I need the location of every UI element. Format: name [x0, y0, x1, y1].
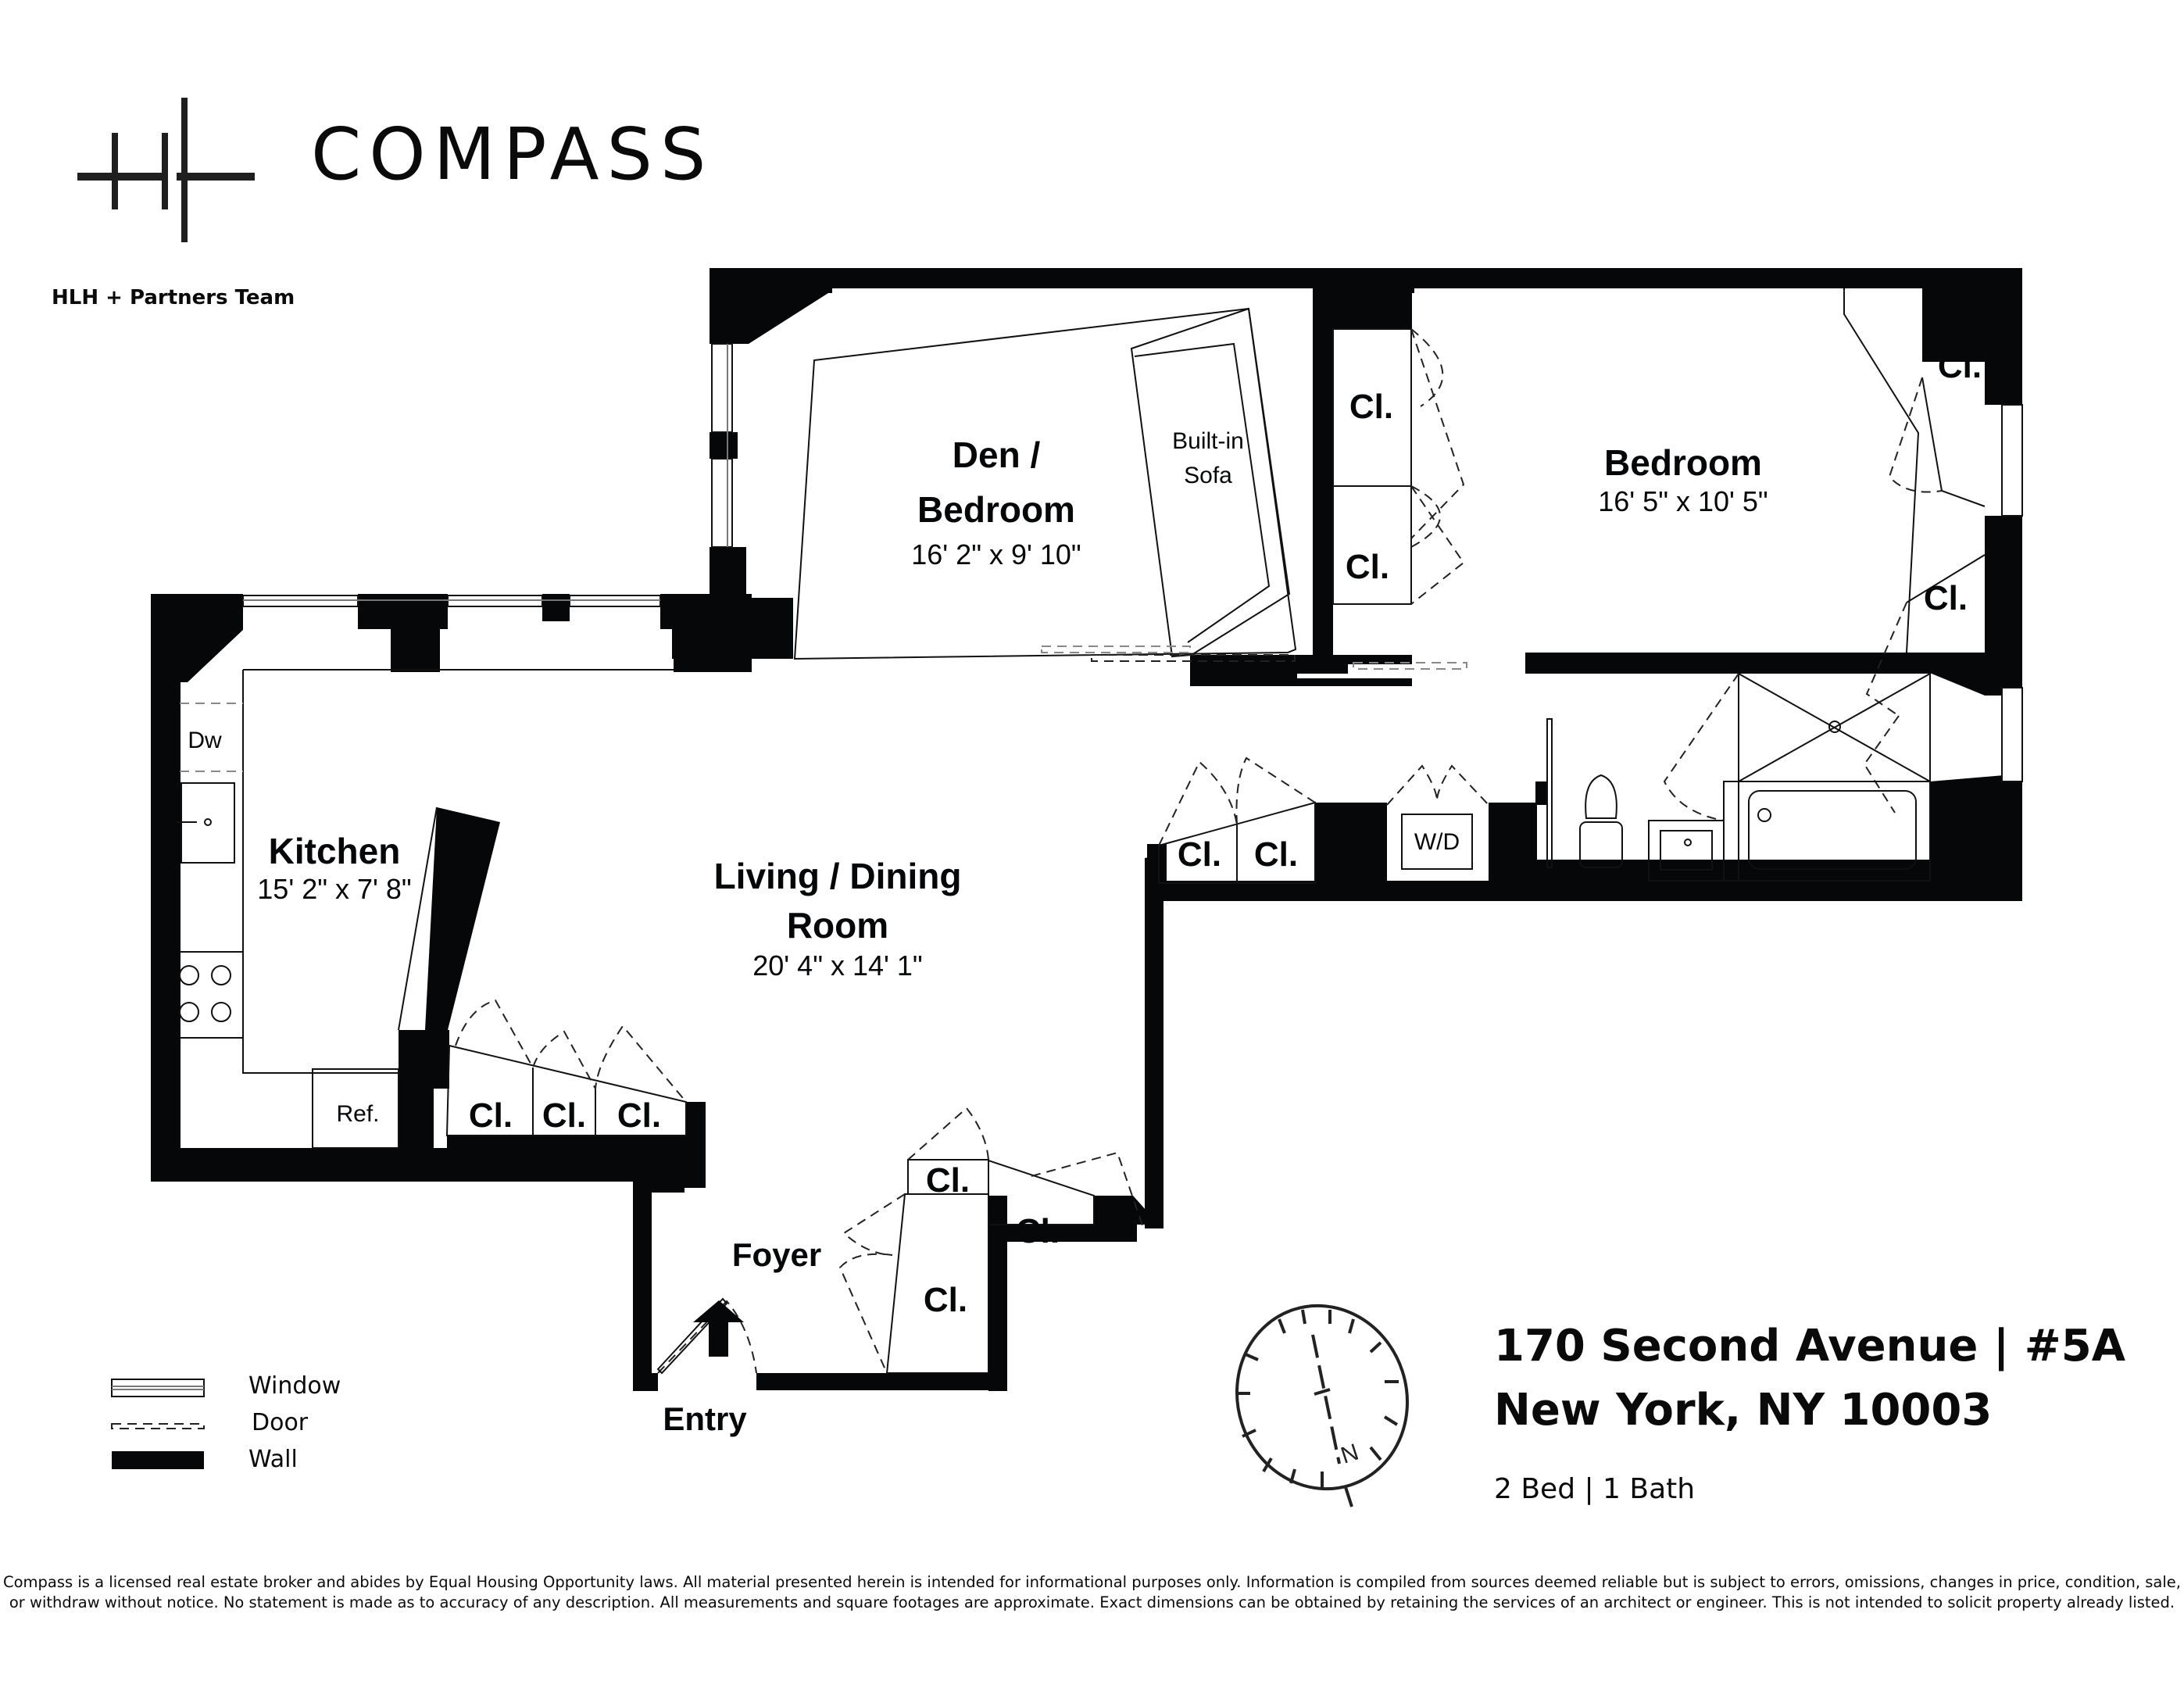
- washer-dryer-label: W/D: [1414, 829, 1460, 855]
- entry-arrow-icon: [693, 1300, 744, 1357]
- closet-label: Cl.: [1938, 347, 1982, 385]
- listing-bed-bath-summary: 2 Bed | 1 Bath: [1494, 1473, 1696, 1505]
- den-room-name-line2: Bedroom: [917, 489, 1075, 530]
- closet-label: Cl.: [617, 1096, 661, 1135]
- legend-label-door: Door: [252, 1409, 309, 1436]
- den-room-name-line1: Den /: [953, 435, 1041, 475]
- walls: [151, 268, 2022, 1391]
- door-symbol: [111, 1423, 205, 1429]
- living-room-name-line1: Living / Dining: [714, 856, 962, 896]
- den-room: Den / Bedroom 16' 2" x 9' 10" Built-in S…: [793, 307, 1467, 670]
- kitchen-room-name: Kitchen: [269, 831, 401, 871]
- kitchen-room-dimensions: 15' 2" x 7' 8": [257, 873, 411, 905]
- builtin-sofa-label-line2: Sofa: [1184, 463, 1232, 488]
- disclaimer-line2: or withdraw without notice. No statement…: [9, 1593, 2175, 1611]
- listing-address-line1: 170 Second Avenue | #5A: [1494, 1321, 2126, 1372]
- closet-label: Cl.: [1924, 579, 1968, 617]
- closet-label: Cl.: [542, 1096, 586, 1135]
- refrigerator-label: Ref.: [336, 1101, 379, 1127]
- closet-label: Cl.: [1016, 1212, 1060, 1250]
- closet-label: Cl.: [1346, 548, 1389, 586]
- hlh-logo-mark: [77, 98, 255, 242]
- north-label: N: [1338, 1439, 1362, 1469]
- legend-label-wall: Wall: [248, 1446, 298, 1473]
- legend-label-window: Window: [248, 1372, 341, 1400]
- den-room-dimensions: 16' 2" x 9' 10": [911, 538, 1081, 570]
- compass-logo-wordmark: COMPASS: [311, 113, 714, 196]
- bedroom-room-name: Bedroom: [1604, 442, 1762, 483]
- entry-label: Entry: [663, 1400, 747, 1437]
- kitchen-room: Dw Ref. Kitchen 15' 2" x 7' 8": [177, 669, 674, 1149]
- dishwasher-label: Dw: [188, 728, 222, 753]
- builtin-sofa-label-line1: Built-in: [1172, 428, 1244, 454]
- closet-label: Cl.: [469, 1096, 513, 1135]
- den-closets: Cl. Cl.: [1332, 328, 1465, 605]
- bedroom-room: Bedroom 16' 5" x 10' 5" Cl. Cl.: [1598, 288, 1986, 814]
- wall-symbol: [112, 1451, 204, 1469]
- windows: [242, 343, 2023, 782]
- living-room-dimensions: 20' 4" x 14' 1": [752, 950, 922, 982]
- team-name: HLH + Partners Team: [52, 286, 295, 309]
- north-compass-icon: N: [1235, 1304, 1409, 1507]
- closet-label: Cl.: [1349, 388, 1393, 426]
- closet-label: Cl.: [1254, 835, 1298, 874]
- closet-label: Cl.: [1178, 835, 1221, 874]
- closet-label: Cl.: [924, 1281, 967, 1319]
- living-room: Living / Dining Room 20' 4" x 14' 1": [714, 856, 962, 982]
- bathroom: [1546, 673, 1931, 882]
- foyer-room-name: Foyer: [732, 1236, 821, 1273]
- disclaimer-line1: Compass is a licensed real estate broker…: [3, 1573, 2181, 1591]
- foyer: Foyer Cl. Cl. Cl. Entry: [656, 1107, 1143, 1437]
- window-symbol: [111, 1379, 205, 1397]
- hall-closets: Cl. Cl. W/D: [1158, 756, 1489, 884]
- listing-address-line2: New York, NY 10003: [1494, 1385, 1993, 1436]
- living-room-name-line2: Room: [787, 905, 888, 946]
- closet-label: Cl.: [926, 1161, 970, 1200]
- living-closets: Cl. Cl. Cl.: [445, 999, 687, 1136]
- legend: [111, 1379, 205, 1469]
- bedroom-room-dimensions: 16' 5" x 10' 5": [1598, 485, 1768, 517]
- legal-disclaimer: Compass is a licensed real estate broker…: [0, 1572, 2184, 1613]
